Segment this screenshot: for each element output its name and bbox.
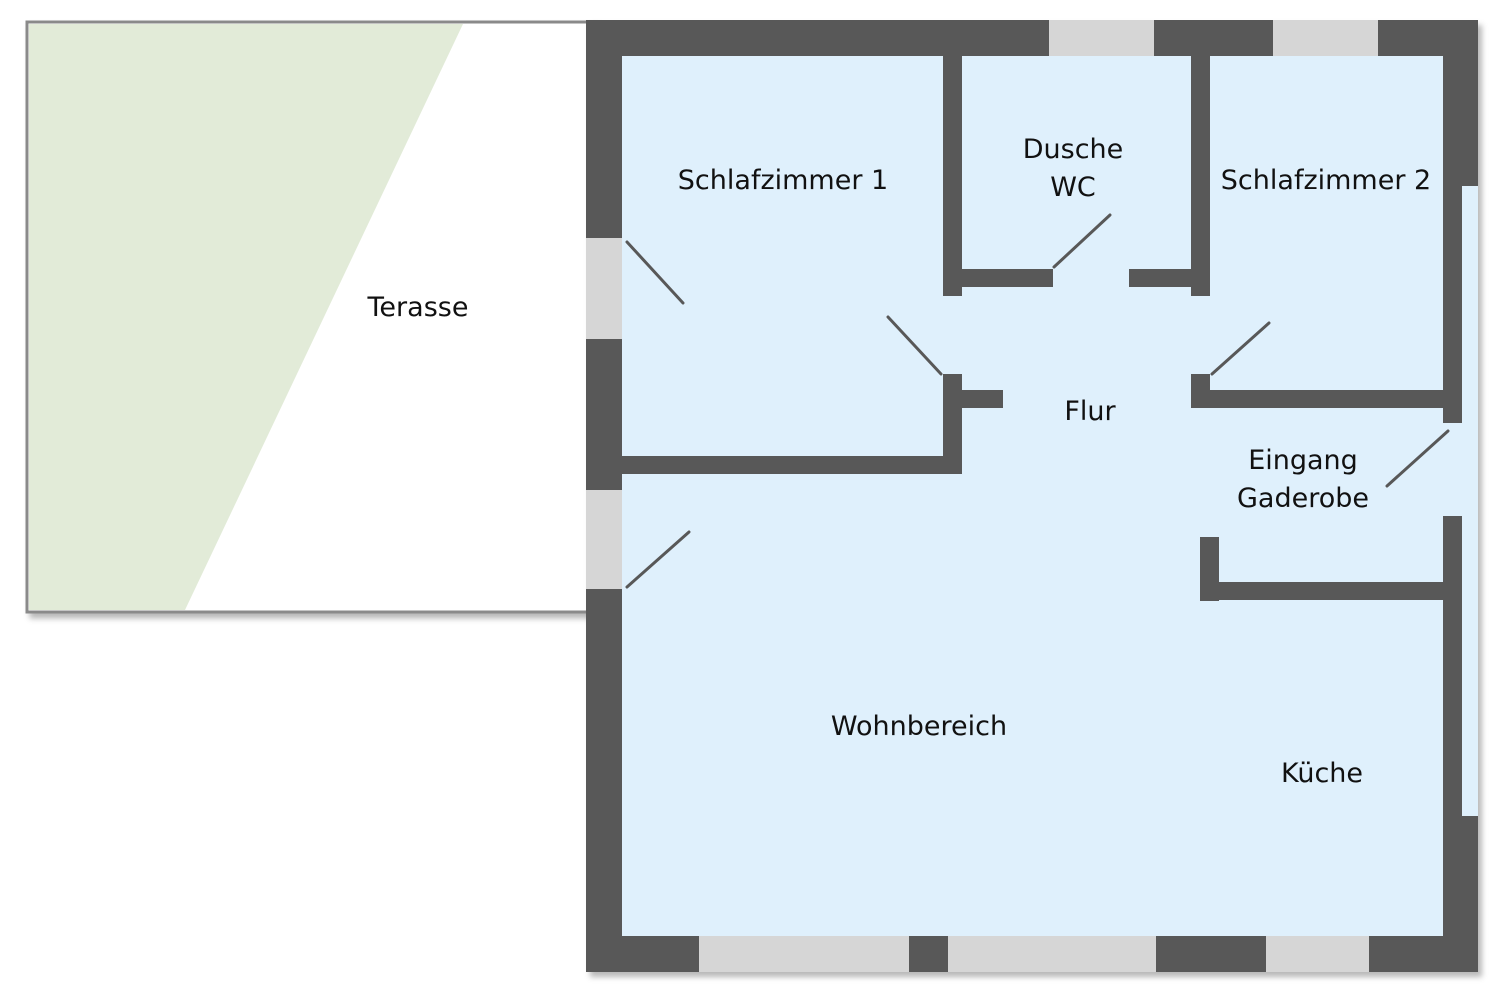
apartment: [586, 20, 1478, 972]
door-swing: [1210, 321, 1271, 376]
terrace: [25, 20, 597, 614]
door-swing: [625, 530, 691, 589]
window: [1049, 20, 1154, 56]
bedroom-2-label: Schlafzimmer 2: [1221, 165, 1431, 196]
door-swing: [1052, 213, 1112, 269]
window: [586, 238, 622, 339]
terrace-lawn: [29, 24, 463, 610]
bedroom-1-label: Schlafzimmer 1: [678, 165, 888, 196]
wall: [1200, 582, 1443, 600]
entrance-label: Eingang: [1248, 445, 1358, 476]
window: [1266, 936, 1369, 972]
facade-wall: [1443, 186, 1462, 423]
terrace-label: Terasse: [367, 292, 469, 323]
wall: [622, 456, 962, 474]
hallway-label: Flur: [1064, 396, 1116, 427]
door-swing: [886, 315, 943, 376]
window: [1273, 20, 1378, 56]
room-labels: Terasse Schlafzimmer 1 Dusche WC Schlafz…: [367, 134, 1432, 789]
window: [948, 936, 1156, 972]
wc-label: WC: [1050, 172, 1096, 203]
wall: [1191, 56, 1210, 296]
window: [699, 936, 909, 972]
living-area-label: Wohnbereich: [831, 711, 1007, 742]
windows: [586, 20, 1378, 972]
facade-wall: [1443, 816, 1478, 936]
wall: [943, 374, 962, 474]
wall: [962, 269, 1053, 287]
facade-wall: [1443, 516, 1462, 816]
right-facade: [1443, 186, 1478, 936]
window: [586, 490, 622, 589]
wall: [1191, 390, 1443, 408]
shower-label: Dusche: [1023, 134, 1124, 165]
kitchen-label: Küche: [1281, 758, 1363, 789]
wall: [962, 390, 1003, 408]
wall: [943, 56, 962, 296]
doors: [625, 213, 1450, 589]
wall: [1129, 269, 1191, 287]
door-swing: [1385, 429, 1450, 488]
interior-walls: [622, 56, 1443, 601]
interior-floor: [622, 56, 1443, 936]
wardrobe-label: Gaderobe: [1237, 483, 1369, 514]
door-swing: [625, 240, 685, 305]
